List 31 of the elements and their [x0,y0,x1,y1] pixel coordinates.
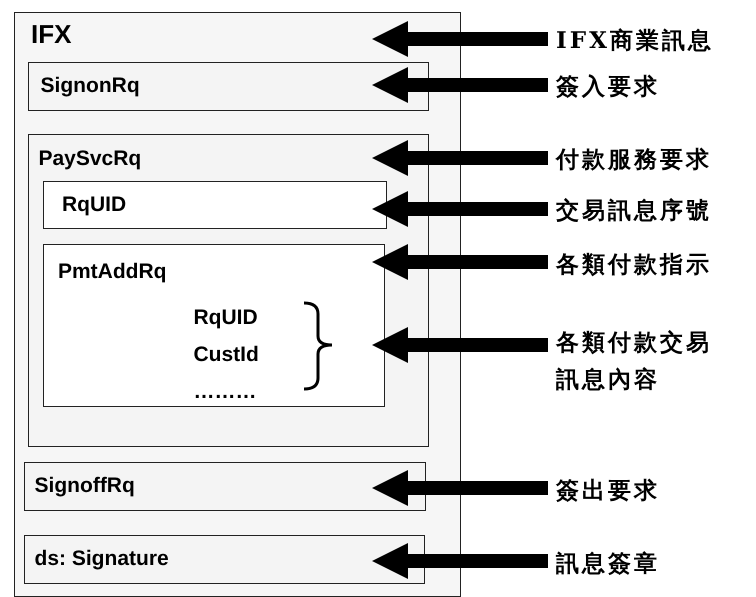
annotation-label: 訊息簽章 [556,545,756,582]
box-title: SignonRq [40,74,140,98]
field-list: RqUID CustId ……… [194,298,284,410]
box-title: ds: Signature [34,546,169,570]
element-box [24,462,426,510]
annotation-label: IFX商業訊息 [556,22,756,59]
element-box [28,62,428,110]
arrow [372,470,548,506]
annotation-label: 各類付款指示 [556,246,756,283]
arrow [372,140,548,176]
box-title: SignoffRq [34,474,135,498]
arrow [372,327,548,363]
arrow [372,244,548,280]
arrow [372,191,548,227]
annotation-label: 簽出要求 [556,472,756,509]
box-title: PmtAddRq [58,260,166,284]
annotation-label: 簽入要求 [556,68,756,105]
box-title: IFX [31,19,72,50]
element-box [24,534,424,584]
annotation-label: 各類付款交易訊息內容 [556,324,720,398]
arrow [372,21,548,57]
container-box [28,134,428,446]
element-box [43,181,387,229]
annotation-label: 交易訊息序號 [556,192,756,229]
box-title: PaySvcRq [38,146,142,170]
annotation-label: 付款服務要求 [556,141,756,178]
arrow [372,67,548,103]
container-box [43,244,385,407]
arrow [372,543,548,579]
container-box [14,12,461,597]
box-title: RqUID [62,193,126,217]
